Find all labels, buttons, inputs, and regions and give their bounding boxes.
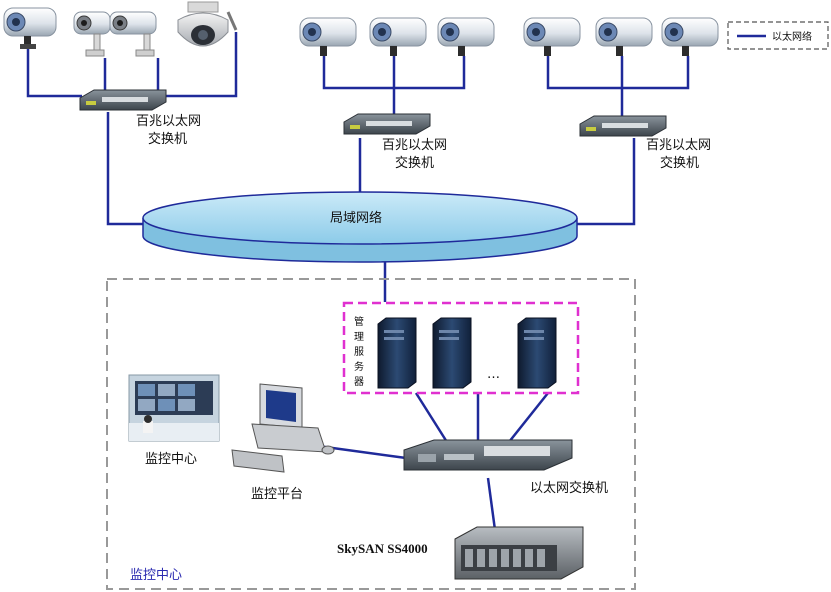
- switch-3-label-line1: 百兆以太网: [646, 138, 711, 153]
- svg-text:服: 服: [354, 346, 364, 358]
- server-tower-icon: [517, 317, 557, 389]
- svg-text:理: 理: [354, 331, 364, 343]
- core-switch-icon: [403, 439, 573, 471]
- switch-1-label-line1: 百兆以太网: [136, 114, 201, 129]
- monitor-region-label: 监控中心: [130, 568, 182, 583]
- server-group-border: [342, 301, 580, 395]
- camera-icons: [3, 1, 719, 57]
- monitoring-platform-label: 监控平台: [251, 487, 303, 502]
- camera-icon: [369, 17, 427, 56]
- link-dome-switch1: [166, 32, 238, 98]
- server-ellipsis: …: [487, 367, 500, 382]
- monitoring-center-label: 监控中心: [145, 452, 197, 467]
- switch-1-label-line2: 交换机: [148, 131, 187, 147]
- svg-text:器: 器: [354, 376, 364, 388]
- camera-icon: [3, 7, 57, 49]
- switch-2-label-line1: 百兆以太网: [382, 138, 447, 153]
- monitoring-center-photo: [128, 374, 220, 442]
- switch-icon-2: [343, 113, 431, 135]
- legend-label: 以太网络: [772, 30, 812, 43]
- ethernet-links: [26, 32, 690, 531]
- camera-icon: [437, 17, 495, 56]
- link-switch1-lan: [106, 112, 148, 226]
- core-switch-label: 以太网交换机: [530, 480, 608, 496]
- storage-label: SkySAN SS4000: [337, 541, 428, 556]
- storage-array-icon: [454, 526, 584, 580]
- switch-2-label-line2: 交换机: [395, 155, 434, 171]
- camera-icon: [299, 17, 357, 56]
- svg-text:管: 管: [354, 315, 364, 328]
- switch-icon-3: [579, 115, 667, 137]
- camera-icon: [595, 17, 653, 56]
- pc-workstation-icon: [231, 383, 335, 473]
- camera-icon: [523, 17, 581, 56]
- switch-3-label-line2: 交换机: [660, 155, 699, 171]
- link-cam1-switch1: [26, 48, 82, 98]
- svg-text:务: 务: [354, 360, 364, 373]
- legend: 以太网络: [727, 21, 829, 50]
- server-group-label: 管 理 服 务 器: [354, 315, 364, 388]
- link-switch3-lan: [574, 138, 636, 226]
- server-tower-icon: [432, 317, 472, 389]
- camera-icon: [109, 11, 157, 57]
- camera-icon: [73, 11, 111, 57]
- server-tower-icon: [377, 317, 417, 389]
- dome-camera-icon: [177, 1, 238, 47]
- link-server3-core: [504, 392, 549, 448]
- link-group3-cameras: [546, 56, 690, 90]
- lan-cylinder: [142, 191, 578, 263]
- switch-icon-1: [79, 89, 167, 111]
- monitor-region-border: [106, 278, 636, 590]
- camera-icon: [661, 17, 719, 56]
- lan-label: 局域网络: [330, 210, 382, 226]
- link-core-storage: [486, 477, 497, 531]
